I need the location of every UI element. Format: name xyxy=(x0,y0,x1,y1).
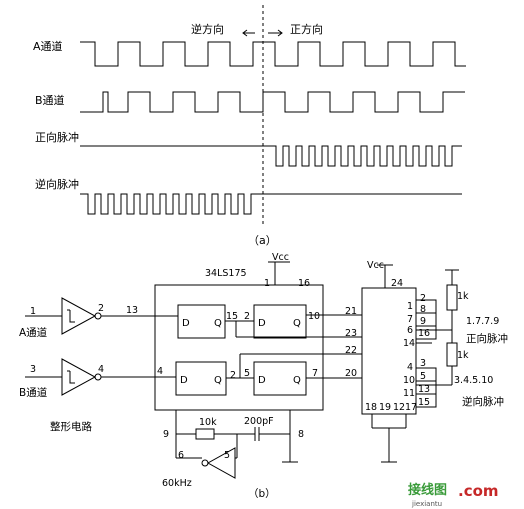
svg-text:18: 18 xyxy=(365,402,377,413)
svg-text:10: 10 xyxy=(403,375,415,386)
logic-block xyxy=(361,287,417,415)
reverse-pins: 3.4.5.10 xyxy=(454,375,493,386)
svg-text:3: 3 xyxy=(420,358,426,369)
svg-text:15: 15 xyxy=(226,311,238,322)
svg-text:4: 4 xyxy=(98,364,104,375)
svg-text:5: 5 xyxy=(420,371,426,382)
svg-text:15: 15 xyxy=(418,397,430,408)
svg-text:D: D xyxy=(258,318,266,329)
svg-text:Q: Q xyxy=(214,375,222,386)
forward-out-label: 正向脉冲 xyxy=(466,332,508,345)
label-forward-pulse: 正向脉冲 xyxy=(35,130,79,144)
svg-text:9: 9 xyxy=(420,316,426,327)
svg-text:1: 1 xyxy=(30,306,36,317)
svg-text:1: 1 xyxy=(264,278,270,289)
chip-label: 34LS175 xyxy=(205,268,247,279)
label-channel-b: B通道 xyxy=(35,93,65,107)
svg-text:D: D xyxy=(180,375,188,386)
pullup-2-label: 1k xyxy=(457,350,469,361)
forward-pins: 1.7.7.9 xyxy=(466,316,499,327)
svg-text:Q: Q xyxy=(214,318,222,329)
label-channel-a: A通道 xyxy=(33,39,63,53)
oscillator-inverter xyxy=(206,447,236,479)
waveform-a xyxy=(80,41,466,67)
svg-text:24: 24 xyxy=(391,278,403,289)
svg-text:接线图: 接线图 xyxy=(408,482,447,498)
svg-text:22: 22 xyxy=(345,345,357,356)
svg-text:5: 5 xyxy=(224,450,230,461)
svg-text:D: D xyxy=(182,318,190,329)
resistor-pullup-1 xyxy=(446,284,458,311)
svg-text:13: 13 xyxy=(418,384,430,395)
svg-text:2: 2 xyxy=(420,293,426,304)
input-b-label: B通道 xyxy=(19,386,48,399)
caption-b: （b） xyxy=(248,488,276,500)
svg-text:8: 8 xyxy=(298,429,304,440)
resistor-pullup-2 xyxy=(446,342,458,367)
svg-text:jiexiantu: jiexiantu xyxy=(411,500,442,508)
svg-text:16: 16 xyxy=(298,278,310,289)
svg-text:Q: Q xyxy=(293,375,301,386)
svg-text:Q: Q xyxy=(293,318,301,329)
svg-text:6: 6 xyxy=(178,450,184,461)
svg-text:D: D xyxy=(258,375,266,386)
svg-text:12: 12 xyxy=(393,402,405,413)
svg-text:6: 6 xyxy=(407,325,413,336)
svg-text:7: 7 xyxy=(407,314,413,325)
label-reverse-dir: 逆方向 xyxy=(191,22,224,36)
waveform-b xyxy=(80,91,465,113)
watermark: 接线图 .com jiexiantu xyxy=(408,482,499,508)
svg-text:7: 7 xyxy=(312,368,318,379)
svg-text:2: 2 xyxy=(98,303,104,314)
svg-text:16: 16 xyxy=(418,328,430,339)
svg-text:4: 4 xyxy=(407,362,413,373)
svg-text:.com: .com xyxy=(458,482,499,500)
pullup-1-label: 1k xyxy=(457,291,469,302)
reverse-out-label: 逆向脉冲 xyxy=(462,395,504,408)
svg-text:3: 3 xyxy=(30,364,36,375)
svg-text:21: 21 xyxy=(345,306,357,317)
svg-text:17: 17 xyxy=(405,402,417,413)
buffer-a xyxy=(61,297,97,335)
svg-text:10: 10 xyxy=(308,311,320,322)
svg-text:9: 9 xyxy=(163,429,169,440)
svg-text:14: 14 xyxy=(403,338,415,349)
buffer-b xyxy=(61,358,97,396)
svg-text:2: 2 xyxy=(244,311,250,322)
svg-text:5: 5 xyxy=(244,368,250,379)
svg-text:20: 20 xyxy=(345,368,357,379)
svg-text:13: 13 xyxy=(126,305,138,316)
svg-text:1: 1 xyxy=(407,301,413,312)
label-reverse-pulse: 逆向脉冲 xyxy=(35,177,79,191)
vcc-label-1: Vcc xyxy=(272,252,289,263)
svg-text:19: 19 xyxy=(379,402,391,413)
svg-text:2: 2 xyxy=(230,370,236,381)
svg-text:23: 23 xyxy=(345,328,357,339)
input-a-label: A通道 xyxy=(19,326,48,339)
svg-text:8: 8 xyxy=(420,304,426,315)
caption-a: （a） xyxy=(248,234,277,247)
osc-freq-label: 60kHz xyxy=(162,478,192,489)
waveform-reverse xyxy=(80,193,462,215)
waveform-forward xyxy=(80,145,462,167)
vcc-label-2: Vcc xyxy=(367,260,384,271)
svg-text:4: 4 xyxy=(157,366,163,377)
capacitor-label: 200pF xyxy=(244,416,274,427)
label-forward-dir: 正方向 xyxy=(290,22,323,36)
shaping-label: 整形电路 xyxy=(50,420,92,433)
resistor-label: 10k xyxy=(199,417,217,428)
resistor-10k xyxy=(195,428,215,440)
chip-175 xyxy=(154,284,324,411)
svg-text:11: 11 xyxy=(403,388,415,399)
